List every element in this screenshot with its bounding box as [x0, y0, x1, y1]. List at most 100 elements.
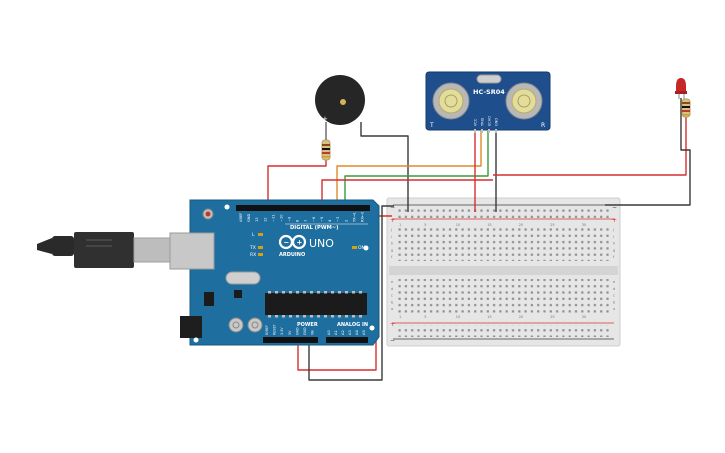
power-pin-label: IOREF: [265, 325, 269, 335]
chip-pin: [310, 315, 313, 318]
logo-plus: +: [297, 239, 303, 247]
column-label: 30: [582, 315, 586, 319]
column-label: 5: [424, 315, 426, 319]
red-led[interactable]: [675, 78, 687, 99]
resistor-band: [682, 114, 690, 116]
chip-pin: [324, 291, 327, 294]
digital-pin-label: ~9: [288, 216, 292, 222]
power-pin-label: GND: [295, 327, 299, 335]
digital-pin-label: ~3: [336, 217, 340, 222]
sensor-pin[interactable]: [495, 129, 497, 133]
small-ic: [234, 290, 242, 298]
chip-pin: [345, 315, 348, 318]
digital-pin-label: 2: [344, 220, 348, 222]
digital-label: DIGITAL (PWM~): [290, 225, 338, 231]
sensor-pin[interactable]: [488, 129, 490, 133]
digital-pin-label: 7: [304, 220, 308, 222]
power-jack: [180, 316, 202, 338]
analog-pin-label: A3: [348, 330, 352, 335]
board-model: UNO: [309, 237, 334, 250]
power-pin-label: 5V: [288, 330, 292, 335]
buzzer-hole: [340, 99, 346, 105]
mounting-hole: [193, 337, 199, 343]
row-label: d: [613, 287, 615, 291]
column-label: 1: [399, 315, 401, 319]
resistor-led[interactable]: [681, 98, 691, 118]
rail-plus-label-right: +: [612, 217, 617, 224]
wire-led-anode[interactable]: [493, 117, 687, 176]
top-power-rail[interactable]: [397, 206, 611, 218]
sensor-r-mark: R: [541, 122, 545, 129]
digital-pin-label: TX→1: [352, 212, 356, 223]
transducer-left-mesh: [438, 88, 464, 114]
row-label: i: [613, 235, 614, 239]
chip-pin: [296, 291, 299, 294]
led-tx: [258, 246, 263, 249]
wire-gnd[interactable]: [308, 205, 394, 381]
power-header[interactable]: [263, 337, 318, 343]
digital-pin-label: 4: [328, 219, 332, 222]
row-label: g: [391, 248, 393, 252]
analog-pin-label: A2: [341, 330, 345, 335]
analog-pin-label: A4: [355, 330, 359, 335]
sensor-pin[interactable]: [481, 129, 483, 133]
bottom-power-rail[interactable]: [397, 325, 611, 337]
digital-pin-label: 8: [296, 219, 300, 222]
wire-echo[interactable]: [344, 131, 489, 212]
analog-pin-label: A0: [327, 330, 331, 335]
chip-pin: [296, 315, 299, 318]
sensor-pin-label: GND: [495, 118, 499, 126]
chip-pin: [352, 315, 355, 318]
chip-pin: [324, 315, 327, 318]
voltage-regulator: [204, 292, 214, 306]
rail-minus-label: −: [390, 204, 395, 211]
logo-right-ring: [291, 234, 307, 250]
resistor-band: [682, 110, 690, 112]
digital-header[interactable]: [236, 205, 370, 211]
analog-header[interactable]: [326, 337, 368, 343]
board-brand: ARDUINO: [279, 252, 305, 258]
wire-buzzer-to-gnd[interactable]: [360, 122, 409, 212]
wire-trig[interactable]: [336, 131, 482, 212]
chip-pin: [359, 291, 362, 294]
led-on: [352, 246, 357, 249]
power-pin-label: GND: [303, 327, 307, 335]
chip-pin: [352, 291, 355, 294]
led-on-label: ON: [358, 245, 365, 251]
led-l-label: L: [252, 232, 255, 238]
led-rx-label: RX: [250, 252, 256, 258]
led-rim: [675, 91, 687, 94]
wire-led-cathode[interactable]: [605, 98, 691, 206]
column-label: 30: [582, 223, 586, 227]
resistor-band: [322, 148, 330, 150]
row-label: c: [391, 294, 393, 298]
power-label: POWER: [297, 322, 318, 328]
wire-buzzer-to-pin13[interactable]: [267, 160, 327, 212]
row-label: a: [391, 307, 393, 311]
usb-cable: [37, 232, 171, 268]
column-label: 5: [424, 223, 426, 227]
chip-pin: [303, 291, 306, 294]
buzzer-minus-label: −: [357, 115, 363, 123]
resistor-band: [682, 106, 690, 108]
power-pin-label: 3.3V: [280, 327, 284, 335]
sensor-pin[interactable]: [474, 129, 476, 133]
terminal-strip-bottom[interactable]: [397, 279, 611, 313]
led-l: [258, 233, 263, 236]
chip-pin: [303, 315, 306, 318]
row-label: a: [613, 307, 615, 311]
resistor-buzzer[interactable]: [321, 139, 331, 161]
atmega-chip: [265, 293, 367, 315]
crystal-oscillator: [225, 271, 261, 285]
chip-pin: [338, 315, 341, 318]
piezo-buzzer[interactable]: + −: [315, 75, 365, 125]
column-label: 20: [519, 223, 523, 227]
transducer-right-ring: [517, 94, 531, 108]
analog-pin-label: A5: [362, 330, 366, 335]
terminal-strip-top[interactable]: [397, 227, 611, 261]
